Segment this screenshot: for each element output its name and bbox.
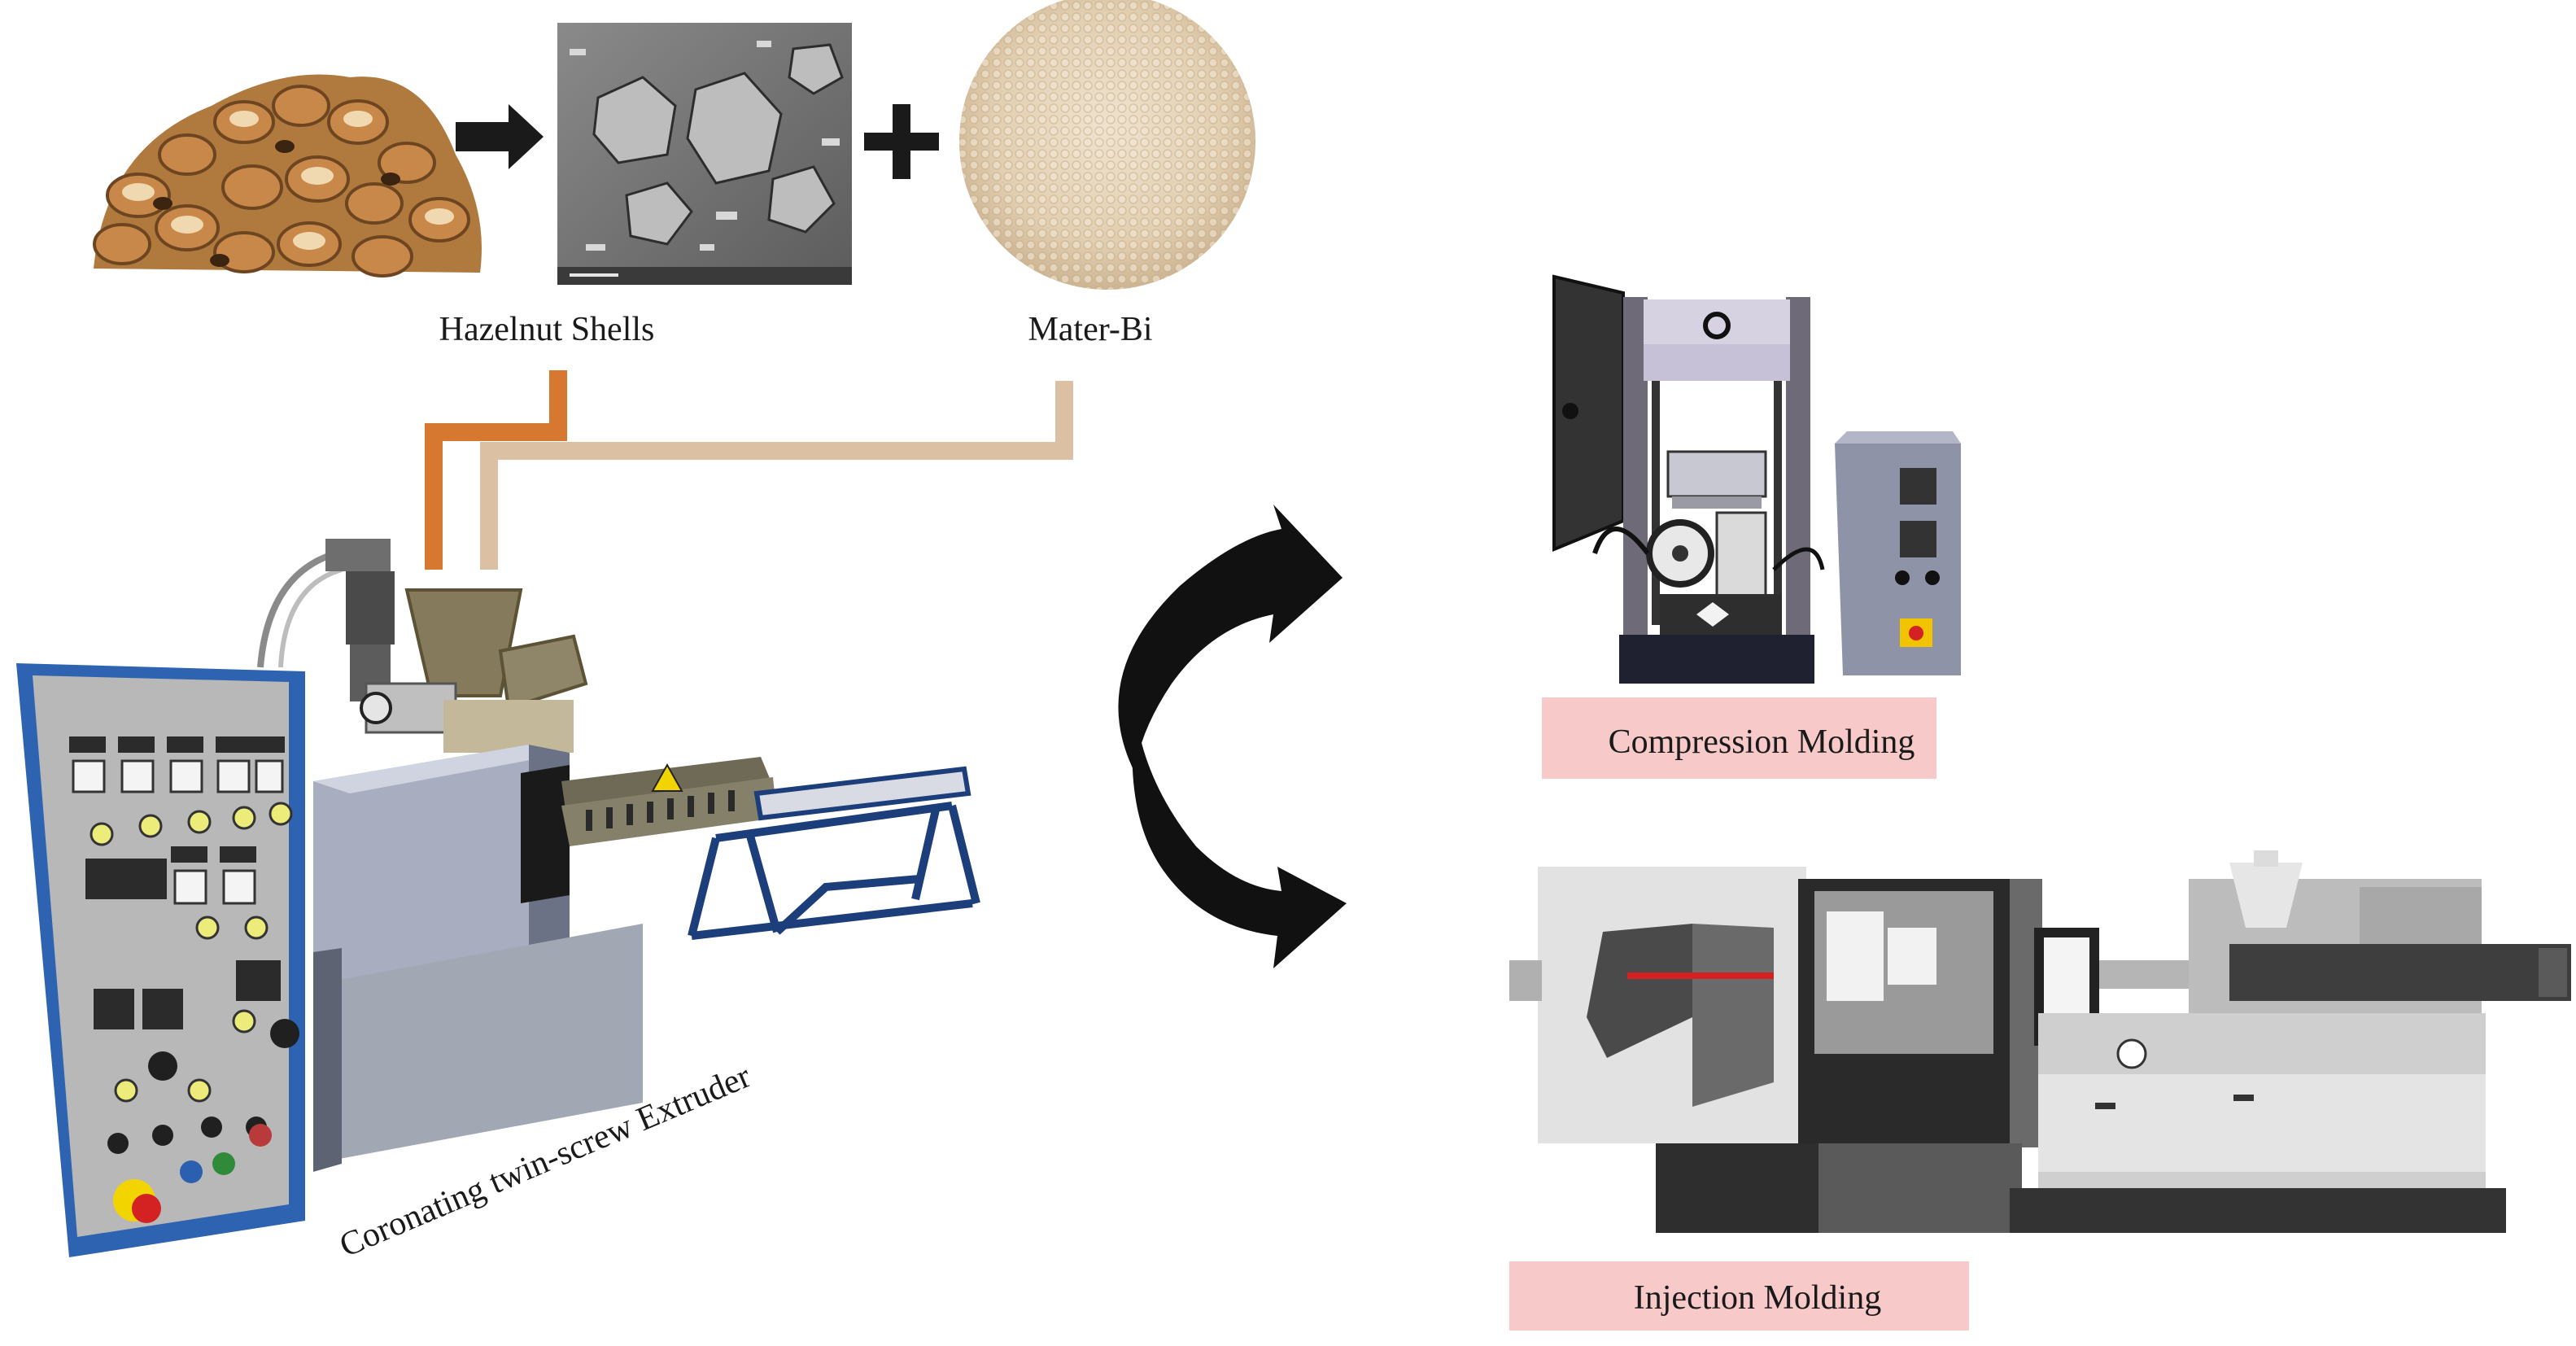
- mater-bi-pellets-image: [959, 0, 1255, 290]
- compression-molding-label: Compression Molding: [1609, 723, 1915, 761]
- hazelnut-shells-image: [93, 74, 482, 278]
- process-arrow-icon: [456, 104, 544, 169]
- compression-molding-press: [1552, 274, 1961, 684]
- compression-label-background: [1542, 697, 1936, 779]
- injection-label-background: [1509, 1261, 1969, 1331]
- plus-icon: [864, 104, 939, 179]
- split-arrows-icon: [1118, 505, 1347, 968]
- injection-molding-label: Injection Molding: [1634, 1279, 1881, 1317]
- mater-bi-feed-line: [480, 381, 1073, 570]
- hazelnut-feed-line: [425, 370, 567, 570]
- mater-bi-label: Mater-Bi: [1028, 311, 1152, 348]
- sem-micrograph-image: [557, 23, 852, 285]
- hazelnut-shells-label: Hazelnut Shells: [439, 311, 655, 348]
- injection-molding-machine: [1509, 850, 2571, 1233]
- twin-screw-extruder-illustration: [16, 539, 980, 1257]
